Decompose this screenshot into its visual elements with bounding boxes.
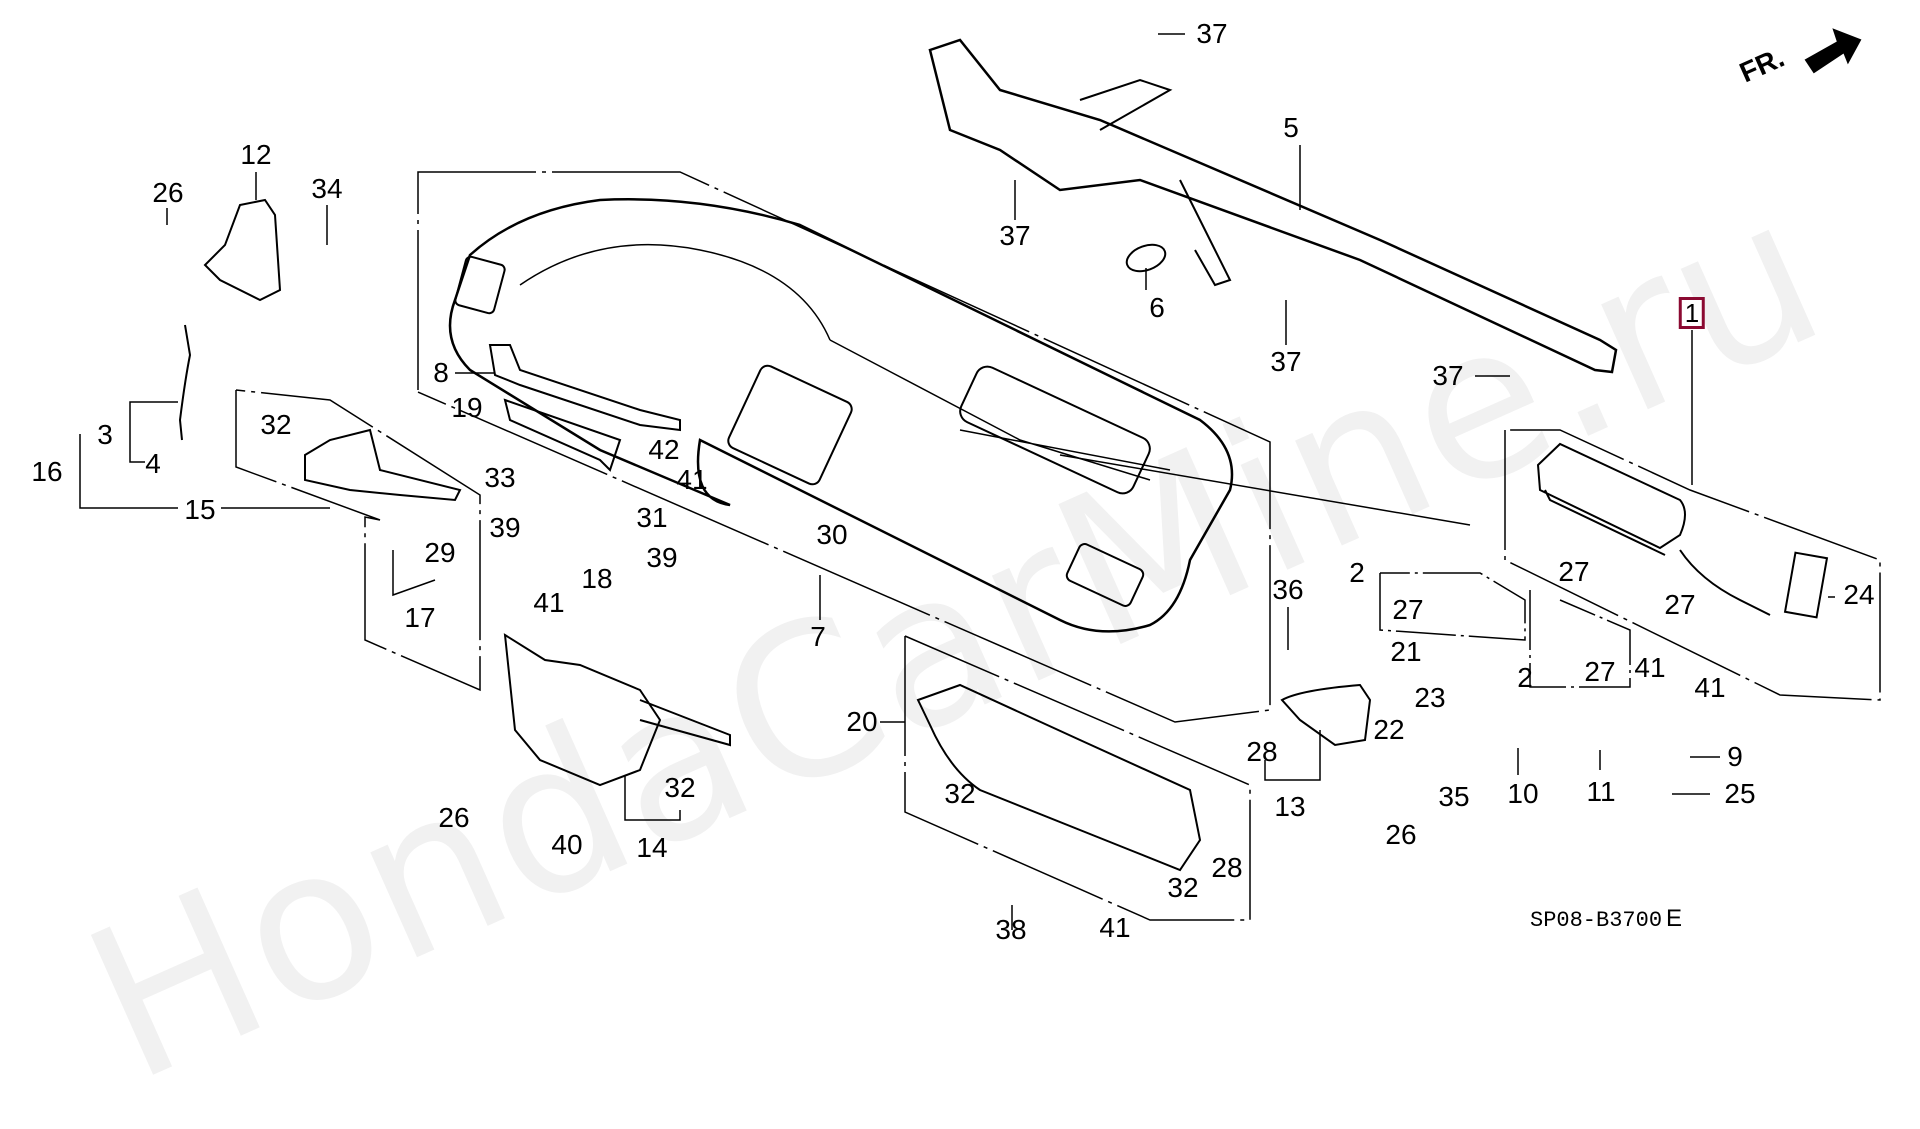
dashboard-group-box: [418, 172, 1270, 722]
callout-13[interactable]: 13: [1274, 791, 1306, 822]
callout-6[interactable]: 6: [1149, 292, 1165, 323]
callout-16[interactable]: 16: [31, 456, 63, 487]
leader-airbag: [1060, 455, 1470, 525]
diagram-code-number: SP08-B3700: [1530, 908, 1663, 933]
callout-1-highlighted[interactable]: 1: [1678, 297, 1706, 329]
group-box-15: [236, 390, 480, 690]
callout-5[interactable]: 5: [1283, 112, 1299, 143]
callout-23[interactable]: 23: [1414, 682, 1446, 713]
callout-21[interactable]: 21: [1390, 636, 1422, 667]
bracket-13-leader: [1265, 730, 1320, 780]
glovebox-opening: [956, 363, 1154, 498]
callout-27[interactable]: 27: [1392, 594, 1424, 625]
callout-32[interactable]: 32: [260, 409, 292, 440]
dashboard-detail: [520, 245, 1170, 480]
group-box-2b: [1530, 590, 1630, 687]
group-box-20: [905, 636, 1250, 920]
group-box-2a: [1380, 573, 1525, 640]
callout-19[interactable]: 19: [451, 392, 483, 423]
callout-9[interactable]: 9: [1727, 741, 1743, 772]
callout-3[interactable]: 3: [97, 419, 113, 450]
callout-11[interactable]: 11: [1586, 776, 1616, 807]
bracket-12: [205, 200, 280, 300]
dashboard-panel: [450, 199, 1232, 631]
callout-35[interactable]: 35: [1438, 781, 1470, 812]
diagram-code-suffix: E: [1666, 905, 1683, 932]
callout-17[interactable]: 17: [404, 602, 436, 633]
callout-38[interactable]: 38: [995, 914, 1027, 945]
group-box-1: [1505, 430, 1880, 700]
callout-28[interactable]: 28: [1246, 736, 1278, 767]
airbag-module: [1538, 444, 1685, 555]
callout-41[interactable]: 41: [1099, 912, 1131, 943]
callout-39[interactable]: 39: [646, 542, 678, 573]
callout-41[interactable]: 41: [1634, 652, 1666, 683]
callout-26[interactable]: 26: [1385, 819, 1417, 850]
callout-4[interactable]: 4: [145, 448, 161, 479]
callout-34[interactable]: 34: [311, 173, 343, 204]
callout-28[interactable]: 28: [1211, 852, 1243, 883]
callout-37[interactable]: 37: [999, 220, 1031, 251]
callout-26[interactable]: 26: [152, 177, 184, 208]
callout-37[interactable]: 37: [1270, 346, 1302, 377]
callout-31[interactable]: 31: [636, 502, 668, 533]
group-16-bracket: [80, 434, 178, 508]
srs-label-24: [1785, 553, 1827, 618]
callout-30[interactable]: 30: [816, 519, 848, 550]
callout-25[interactable]: 25: [1724, 778, 1756, 809]
bracket-14: [505, 635, 730, 785]
callout-27[interactable]: 27: [1664, 589, 1696, 620]
bracket-13: [1282, 685, 1370, 745]
callout-22[interactable]: 22: [1373, 714, 1405, 745]
callout-2[interactable]: 2: [1517, 662, 1533, 693]
callout-41[interactable]: 41: [533, 587, 565, 618]
callout-32[interactable]: 32: [664, 772, 696, 803]
callout-20[interactable]: 20: [846, 706, 878, 737]
bracket-17-leader: [393, 550, 435, 595]
lower-cover-20: [918, 685, 1200, 870]
callout-39[interactable]: 39: [489, 512, 521, 543]
vent-center: [726, 363, 855, 487]
callout-15[interactable]: 15: [184, 494, 216, 525]
callout-7[interactable]: 7: [810, 621, 826, 652]
callout-26[interactable]: 26: [438, 802, 470, 833]
harness-3: [180, 325, 190, 440]
callout-29[interactable]: 29: [424, 537, 456, 568]
callout-41[interactable]: 41: [1694, 672, 1726, 703]
callout-12[interactable]: 12: [240, 139, 272, 170]
bracket-19: [505, 400, 620, 470]
callout-2[interactable]: 2: [1349, 557, 1365, 588]
vent-right: [1065, 542, 1145, 608]
callout-18[interactable]: 18: [581, 563, 613, 594]
callout-40[interactable]: 40: [551, 829, 583, 860]
bracket-15: [305, 430, 460, 500]
bracket-8: [490, 345, 680, 430]
callout-32[interactable]: 32: [944, 778, 976, 809]
callout-37[interactable]: 37: [1432, 360, 1464, 391]
part-6-pad: [1123, 240, 1169, 276]
callout-10[interactable]: 10: [1507, 778, 1539, 809]
diagram-drawing: [0, 0, 1920, 959]
front-direction-arrow-icon: [1806, 30, 1860, 72]
callout-41[interactable]: 41: [676, 464, 708, 495]
callout-37[interactable]: 37: [1196, 18, 1228, 49]
callout-27[interactable]: 27: [1584, 656, 1616, 687]
callout-42[interactable]: 42: [648, 434, 680, 465]
harness-3-bracket: [130, 402, 178, 462]
bracket-14-leader: [625, 775, 680, 820]
vent-left: [454, 256, 506, 315]
steering-hanger-beam: [930, 40, 1616, 372]
callout-36[interactable]: 36: [1272, 574, 1304, 605]
callout-14[interactable]: 14: [636, 832, 668, 863]
callout-33[interactable]: 33: [484, 462, 516, 493]
callout-8[interactable]: 8: [433, 357, 449, 388]
callout-27[interactable]: 27: [1558, 556, 1590, 587]
beam-bracket: [1080, 80, 1230, 285]
callout-24[interactable]: 24: [1843, 579, 1875, 610]
airbag-harness: [1680, 550, 1770, 615]
callout-32[interactable]: 32: [1167, 872, 1199, 903]
